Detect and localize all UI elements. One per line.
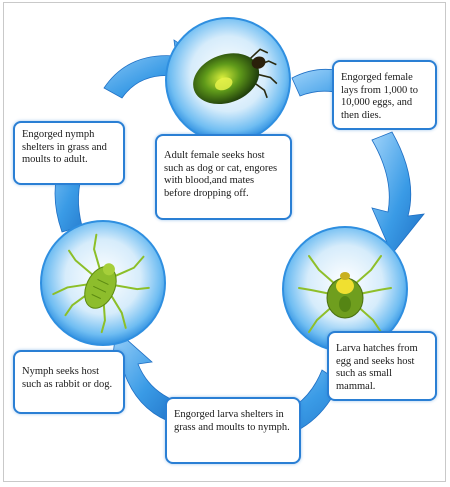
caption-nymph-shelters: Engorged nymph shelters in grass and mou… <box>13 121 125 185</box>
cycle-arrow-right <box>371 131 425 255</box>
engorged-tick-icon <box>193 48 278 105</box>
larva-tick-icon <box>298 255 392 333</box>
caption-adult-female: Adult female seeks host such as dog or c… <box>155 134 292 220</box>
caption-nymph-shelters-text: Engorged nymph shelters in grass and mou… <box>22 129 107 165</box>
caption-larva-shelters: Engorged larva shelters in grass and mou… <box>165 397 301 464</box>
caption-nymph-seeks-host: Nymph seeks host such as rabbit or dog. <box>13 350 125 414</box>
caption-adult-female-text: Adult female seeks host such as dog or c… <box>164 150 278 199</box>
caption-larva-hatches: Larva hatches from egg and seeks host su… <box>327 331 437 401</box>
caption-female-lays-eggs: Engorged female lays from 1,000 to 10,00… <box>332 60 437 130</box>
caption-female-lays-eggs-text: Engorged female lays from 1,000 to 10,00… <box>341 72 418 121</box>
nymph-tick-icon <box>52 233 150 334</box>
caption-larva-hatches-text: Larva hatches from egg and seeks host su… <box>336 343 418 392</box>
caption-larva-shelters-text: Engorged larva shelters in grass and mou… <box>174 409 290 433</box>
caption-nymph-seeks-host-text: Nymph seeks host such as rabbit or dog. <box>22 366 113 390</box>
